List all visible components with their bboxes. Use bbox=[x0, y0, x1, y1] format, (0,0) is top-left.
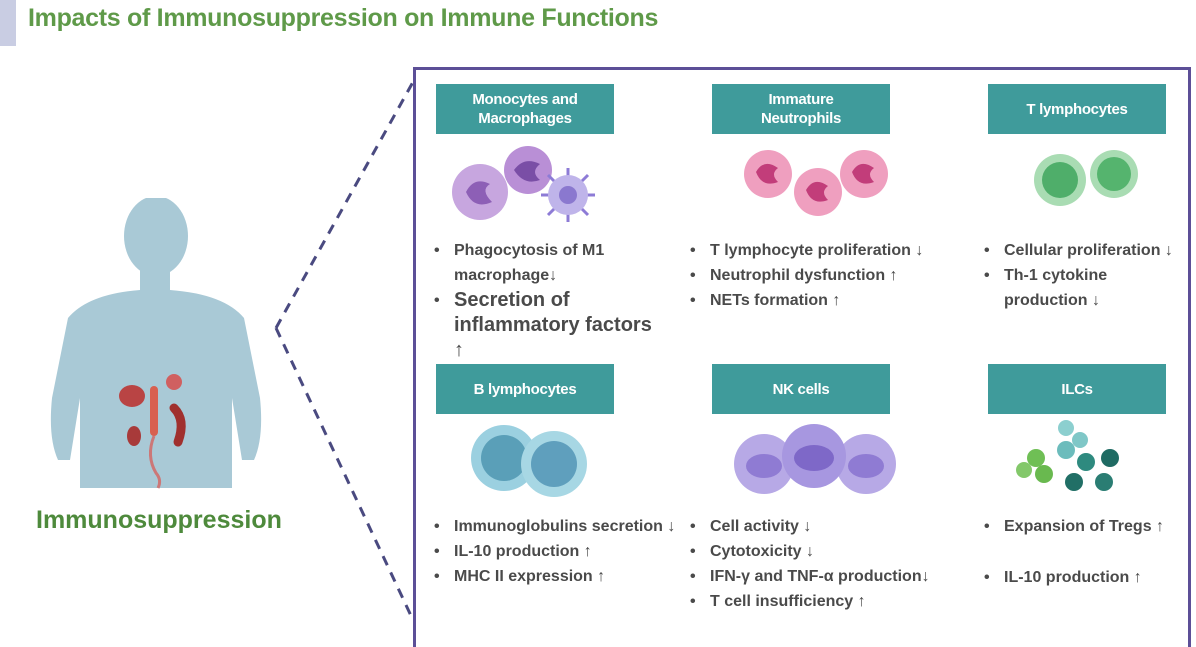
list-item: Cytotoxicity ↓ bbox=[688, 539, 988, 564]
list-item: Phagocytosis of M1 macrophage↓ bbox=[432, 238, 652, 288]
card-bullets-ilcs: Expansion of Tregs ↑ IL-10 production ↑ bbox=[982, 514, 1182, 590]
card-header-t-lymphocytes: T lymphocytes bbox=[988, 84, 1166, 134]
card-bullets-monocytes: Phagocytosis of M1 macrophage↓ Secretion… bbox=[432, 238, 652, 363]
list-item: IL-10 production ↑ bbox=[432, 539, 682, 564]
ilc-cells-icon bbox=[1016, 420, 1119, 491]
list-item: Immunoglobulins secretion ↓ bbox=[432, 514, 682, 539]
list-item: IFN-γ and TNF-α production↓ bbox=[688, 564, 988, 589]
macrophage-cells-icon bbox=[452, 146, 595, 222]
card-bullets-b-lymphocytes: Immunoglobulins secretion ↓ IL-10 produc… bbox=[432, 514, 682, 589]
human-body-icon bbox=[50, 198, 262, 489]
card-header-nk-cells: NK cells bbox=[712, 364, 890, 414]
card-header-monocytes: Monocytes and Macrophages bbox=[436, 84, 614, 134]
card-bullets-nk-cells: Cell activity ↓ Cytotoxicity ↓ IFN-γ and… bbox=[688, 514, 988, 614]
card-bullets-t-lymphocytes: Cellular proliferation ↓ Th-1 cytokine p… bbox=[982, 238, 1182, 313]
t-lymphocyte-cells-icon bbox=[1034, 150, 1138, 206]
immunosuppression-label: Immunosuppression bbox=[36, 506, 282, 534]
title-accent-bar bbox=[0, 0, 16, 46]
list-item: Secretion of inflammatory factors ↑ bbox=[432, 288, 652, 363]
card-bullets-neutrophils: T lymphocyte proliferation ↓ Neutrophil … bbox=[688, 238, 968, 313]
list-item: Th-1 cytokine production ↓ bbox=[982, 263, 1182, 313]
list-item: Neutrophil dysfunction ↑ bbox=[688, 263, 968, 288]
card-header-neutrophils: Immature Neutrophils bbox=[712, 84, 890, 134]
list-item: IL-10 production ↑ bbox=[982, 565, 1182, 590]
nk-cells-icon bbox=[734, 424, 896, 494]
list-item: MHC II expression ↑ bbox=[432, 564, 682, 589]
organs-icon bbox=[119, 374, 186, 489]
list-item: Cell activity ↓ bbox=[688, 514, 988, 539]
card-header-ilcs: ILCs bbox=[988, 364, 1166, 414]
neutrophil-cells-icon bbox=[744, 150, 888, 216]
page-title: Impacts of Immunosuppression on Immune F… bbox=[28, 4, 659, 32]
list-item: Expansion of Tregs ↑ bbox=[982, 514, 1182, 539]
list-item: T lymphocyte proliferation ↓ bbox=[688, 238, 968, 263]
list-item: T cell insufficiency ↑ bbox=[688, 589, 988, 614]
card-header-b-lymphocytes: B lymphocytes bbox=[436, 364, 614, 414]
list-item: Cellular proliferation ↓ bbox=[982, 238, 1182, 263]
list-item: NETs formation ↑ bbox=[688, 288, 968, 313]
b-lymphocyte-cells-icon bbox=[471, 425, 587, 497]
zoom-connector-lines bbox=[274, 81, 415, 621]
